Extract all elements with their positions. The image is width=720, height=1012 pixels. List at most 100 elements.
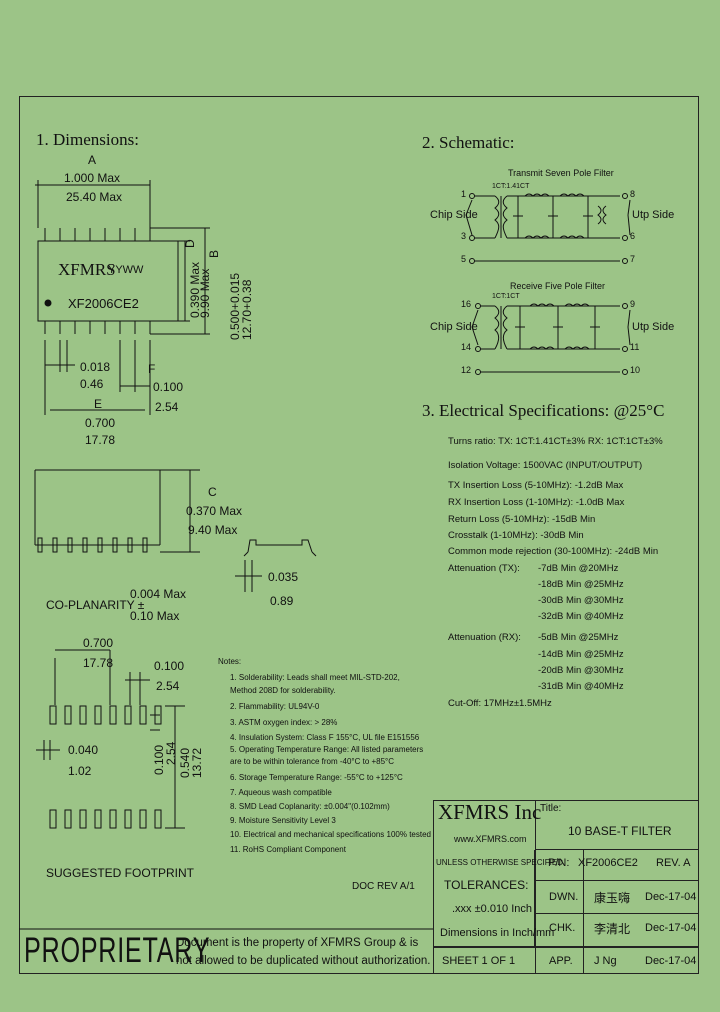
- section-dimensions: 1. Dimensions:: [36, 130, 139, 149]
- footprint-pitch-inch: 0.100: [154, 659, 185, 673]
- rev-value: REV. A: [656, 857, 691, 869]
- elec-atten-rx-3: -31dB Min @40MHz: [538, 681, 624, 692]
- elec-atten-rx-1: -14dB Min @25MHz: [538, 649, 624, 660]
- app-label: APP.: [549, 955, 573, 967]
- dim-F-mm: 2.54: [155, 400, 179, 414]
- tx-title: Transmit Seven Pole Filter: [508, 168, 614, 178]
- tx-pin-7: 7: [630, 254, 636, 264]
- dim-B-mm: 12.70+0.38: [240, 279, 254, 340]
- rx-pin-16: 16: [461, 299, 472, 309]
- tx-pin-1: 1: [461, 189, 467, 199]
- dim-A-letter: A: [88, 153, 97, 167]
- elec-atten-rx-label: Attenuation (RX):: [448, 632, 521, 643]
- dim-foot-inch: 0.035: [268, 570, 299, 584]
- dim-foot-mm: 0.89: [270, 594, 294, 608]
- footprint-pad-mm: 1.02: [68, 764, 92, 778]
- dim-lead-mm: 0.46: [80, 377, 104, 391]
- note-5a: 5. Operating Temperature Range: All list…: [230, 745, 424, 754]
- coplanarity-inch: 0.004 Max: [130, 587, 187, 601]
- elec-atten-tx-0: -7dB Min @20MHz: [538, 563, 619, 574]
- dim-C-inch: 0.370 Max: [186, 504, 243, 518]
- notes-title: Notes:: [218, 657, 242, 666]
- dim-D-letter: D: [183, 239, 197, 248]
- tolerances-label: TOLERANCES:: [444, 878, 529, 892]
- rx-ratio: 1CT:1CT: [492, 293, 520, 300]
- elec-atten-rx-2: -20dB Min @30MHz: [538, 665, 624, 676]
- elec-crosstalk: Crosstalk (1-10MHz): -30dB Min: [448, 530, 584, 541]
- footprint-pad-inch: 0.040: [68, 743, 99, 757]
- dim-F-letter: F: [148, 362, 156, 376]
- tx-ratio: 1CT:1.41CT: [492, 183, 530, 190]
- dim-C-mm: 9.40 Max: [188, 523, 238, 537]
- coplanarity-label: CO-PLANARITY ±: [46, 598, 145, 612]
- pin1-dot: [44, 299, 52, 307]
- dwn-signature: 康玉嗨: [594, 891, 631, 905]
- chk-label: CHK.: [549, 922, 576, 934]
- drawing-frame: [19, 96, 699, 974]
- dimension-units: Dimensions in Inch/mm: [440, 927, 555, 939]
- dim-C-letter: C: [208, 485, 217, 499]
- title-value: 10 BASE-T FILTER: [568, 824, 672, 838]
- note-1a: 1. Solderability: Leads shall meet MIL-S…: [230, 673, 400, 682]
- dim-A-mm: 25.40 Max: [66, 190, 123, 204]
- rx-pin-9: 9: [630, 299, 636, 309]
- footprint-row-mm: 13.72: [190, 747, 204, 778]
- dim-B-letter: B: [207, 249, 221, 258]
- note-5b: are to be within tolerance from -40°C to…: [230, 757, 395, 766]
- dim-F-inch: 0.100: [153, 380, 184, 394]
- section-electrical: 3. Electrical Specifications: @25°C: [422, 401, 665, 420]
- tx-pin-3: 3: [461, 231, 467, 241]
- part-date-code: YYWW: [108, 264, 144, 276]
- rx-pin-10: 10: [630, 365, 641, 375]
- dwn-label: DWN.: [549, 891, 579, 903]
- elec-turns-ratio: Turns ratio: TX: 1CT:1.41CT±3% RX: 1CT:1…: [448, 436, 663, 447]
- dim-E-inch: 0.700: [85, 416, 116, 430]
- tx-chip-side: Chip Side: [430, 209, 478, 221]
- pn-value: XF2006CE2: [578, 857, 638, 869]
- proprietary-line1: Document is the property of XFMRS Group …: [176, 937, 419, 949]
- note-4: 4. Insulation System: Class F 155°C, UL …: [230, 733, 420, 742]
- top-view-body: [37, 240, 179, 322]
- footprint-pads: [49, 705, 162, 829]
- proprietary-title: PROPRIETARY: [24, 931, 211, 970]
- dim-A-inch: 1.000 Max: [64, 171, 121, 185]
- title-label: Title:: [540, 803, 562, 814]
- tolerance-value: .xxx ±0.010 Inch: [452, 903, 533, 915]
- rx-pin-12: 12: [461, 365, 472, 375]
- note-2: 2. Flammability: UL94V-0: [230, 702, 320, 711]
- footprint-pitch-mm: 2.54: [156, 679, 180, 693]
- dim-D-mm: 9.90 Max: [198, 268, 212, 318]
- tx-pin-5: 5: [461, 254, 467, 264]
- note-6: 6. Storage Temperature Range: -55°C to +…: [230, 773, 403, 782]
- company-website[interactable]: www.XFMRS.com: [454, 834, 527, 844]
- company-name: XFMRS Inc: [438, 800, 542, 824]
- rx-title: Receive Five Pole Filter: [510, 281, 606, 291]
- dim-E-mm: 17.78: [85, 433, 116, 447]
- elec-atten-tx-1: -18dB Min @25MHz: [538, 579, 624, 590]
- elec-atten-tx-label: Attenuation (TX):: [448, 563, 520, 574]
- chk-signature: 李清北: [594, 922, 631, 936]
- footprint-vpitch-mm: 2.54: [164, 741, 178, 765]
- rx-pin-11: 11: [630, 342, 640, 352]
- elec-atten-tx-2: -30dB Min @30MHz: [538, 595, 624, 606]
- rx-chip-side: Chip Side: [430, 321, 478, 333]
- note-1b: Method 208D for solderability.: [230, 686, 336, 695]
- pn-label: P/N:: [548, 857, 570, 869]
- elec-return-loss: Return Loss (5-10MHz): -15dB Min: [448, 514, 596, 525]
- footprint-width-inch: 0.700: [83, 636, 114, 650]
- chk-date: Dec-17-04: [645, 922, 697, 934]
- elec-atten-tx-3: -32dB Min @40MHz: [538, 611, 624, 622]
- rx-schematic: [475, 303, 628, 375]
- app-name: J Ng: [594, 955, 617, 967]
- dwn-date: Dec-17-04: [645, 891, 697, 903]
- dim-lead-inch: 0.018: [80, 360, 111, 374]
- tx-utp-side: Utp Side: [632, 209, 675, 221]
- footprint-width-mm: 17.78: [83, 656, 114, 670]
- dim-E-letter: E: [94, 397, 103, 411]
- doc-rev: DOC REV A/1: [352, 881, 415, 892]
- app-date: Dec-17-04: [645, 955, 697, 967]
- tx-pin-8: 8: [630, 189, 636, 199]
- note-7: 7. Aqueous wash compatible: [230, 788, 332, 797]
- sheet-info: SHEET 1 OF 1: [442, 955, 516, 967]
- elec-tx-insertion: TX Insertion Loss (5-10MHz): -1.2dB Max: [448, 480, 624, 491]
